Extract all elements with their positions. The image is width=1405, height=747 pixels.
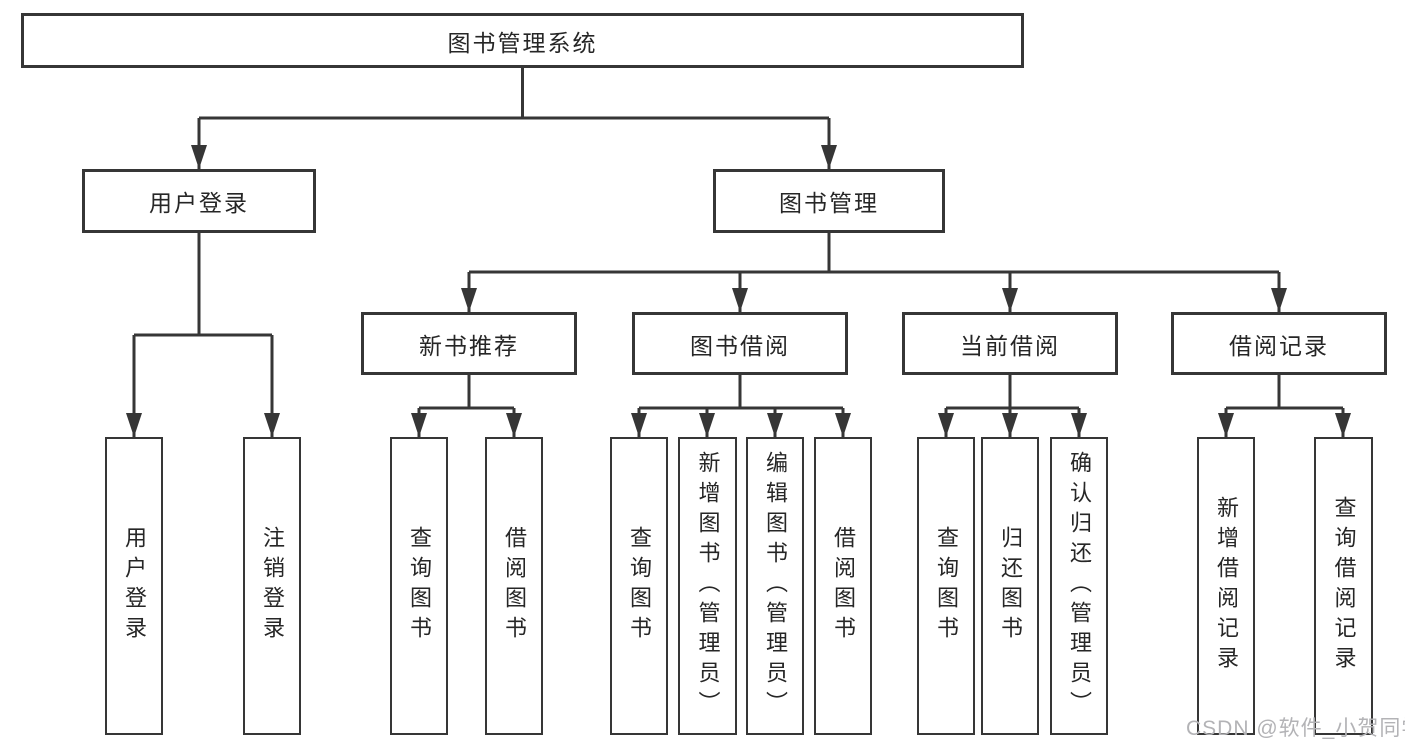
node-user-login: 用户登录 xyxy=(82,169,316,233)
leaf-query-books-borrow-label: 查询图书 xyxy=(627,526,652,646)
arrowhead xyxy=(938,413,954,437)
arrowhead xyxy=(1002,288,1018,312)
arrowhead xyxy=(835,413,851,437)
leaf-query-books-borrow: 查询图书 xyxy=(610,437,668,735)
node-book-borrow: 图书借阅 xyxy=(632,312,848,375)
node-root-label: 图书管理系统 xyxy=(447,29,598,56)
leaf-edit-book-admin: 编辑图书（管理员） xyxy=(746,437,804,735)
leaf-user-login: 用户登录 xyxy=(105,437,163,735)
leaf-logout-label: 注销登录 xyxy=(260,526,285,646)
arrowhead xyxy=(1271,288,1287,312)
leaf-add-borrow-record: 新增借阅记录 xyxy=(1197,437,1255,735)
node-new-book-recommend: 新书推荐 xyxy=(361,312,577,375)
node-current-borrow: 当前借阅 xyxy=(902,312,1118,375)
leaf-add-book-admin: 新增图书（管理员） xyxy=(678,437,737,735)
leaf-confirm-return-admin-label: 确认归还（管理员） xyxy=(1067,451,1092,721)
arrowhead xyxy=(1335,413,1351,437)
leaf-query-books-recommend: 查询图书 xyxy=(390,437,448,735)
node-root: 图书管理系统 xyxy=(21,13,1024,68)
leaf-return-book-label: 归还图书 xyxy=(998,526,1023,646)
node-new-book-recommend-label: 新书推荐 xyxy=(419,332,519,359)
arrowhead xyxy=(1002,413,1018,437)
arrowhead xyxy=(1071,413,1087,437)
leaf-borrow-book: 借阅图书 xyxy=(814,437,872,735)
arrowhead xyxy=(264,413,280,437)
leaf-user-login-label: 用户登录 xyxy=(122,526,147,646)
arrowhead xyxy=(821,145,837,169)
leaf-query-books-current: 查询图书 xyxy=(917,437,975,735)
node-book-borrow-label: 图书借阅 xyxy=(690,332,790,359)
arrowhead xyxy=(506,413,522,437)
leaf-add-borrow-record-label: 新增借阅记录 xyxy=(1214,496,1239,676)
leaf-query-borrow-record-label: 查询借阅记录 xyxy=(1331,496,1357,676)
connector-user-login-to-leaves xyxy=(132,233,274,437)
connector-book-management-to-level3 xyxy=(467,233,1281,312)
leaf-logout: 注销登录 xyxy=(243,437,301,735)
node-borrow-record-label: 借阅记录 xyxy=(1229,332,1329,359)
arrowhead xyxy=(631,413,647,437)
leaf-confirm-return-admin: 确认归还（管理员） xyxy=(1050,437,1108,735)
leaf-return-book: 归还图书 xyxy=(981,437,1039,735)
node-user-login-label: 用户登录 xyxy=(149,190,249,216)
arrowhead xyxy=(699,413,715,437)
connector-recommend-to-leaves xyxy=(417,375,516,437)
arrowhead xyxy=(461,288,477,312)
leaf-query-books-current-label: 查询图书 xyxy=(934,526,959,646)
connector-root-to-level2 xyxy=(197,68,831,169)
arrowhead xyxy=(126,413,142,437)
node-book-management-label: 图书管理 xyxy=(779,190,879,216)
leaf-borrow-book-label: 借阅图书 xyxy=(831,526,856,646)
connector-borrow-to-leaves xyxy=(637,375,845,437)
arrowhead xyxy=(1218,413,1234,437)
arrowhead xyxy=(732,288,748,312)
leaf-query-books-recommend-label: 查询图书 xyxy=(407,526,432,646)
node-book-management: 图书管理 xyxy=(713,169,945,233)
leaf-borrow-book-recommend: 借阅图书 xyxy=(485,437,543,735)
leaf-borrow-book-recommend-label: 借阅图书 xyxy=(502,526,527,646)
leaf-edit-book-admin-label: 编辑图书（管理员） xyxy=(763,451,788,721)
node-borrow-record: 借阅记录 xyxy=(1171,312,1387,375)
arrowhead xyxy=(411,413,427,437)
watermark: CSDN @软件_小贺同学 xyxy=(1186,717,1405,740)
node-current-borrow-label: 当前借阅 xyxy=(960,332,1060,359)
leaf-add-book-admin-label: 新增图书（管理员） xyxy=(695,451,721,721)
connector-record-to-leaves xyxy=(1224,375,1345,437)
arrowhead xyxy=(767,413,783,437)
leaf-query-borrow-record: 查询借阅记录 xyxy=(1314,437,1373,735)
arrowhead xyxy=(191,145,207,169)
